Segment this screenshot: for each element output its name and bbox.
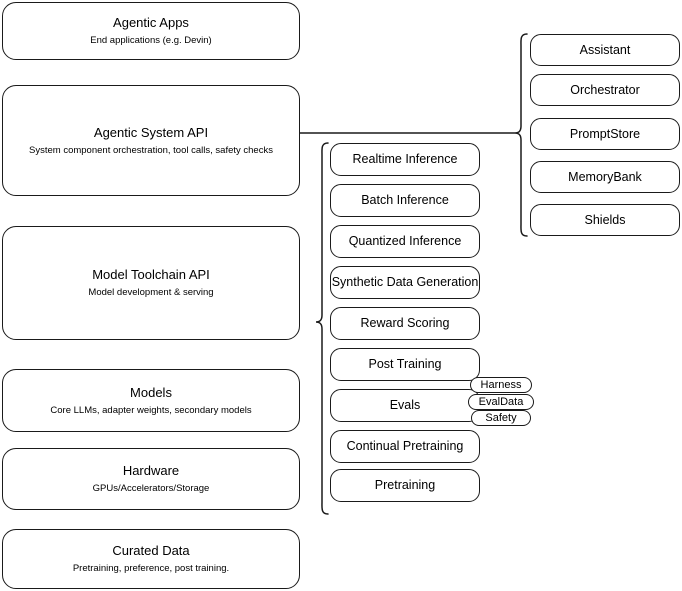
component-label: Pretraining [374,478,436,492]
brace-agentic-system [514,33,528,237]
component-label: Realtime Inference [352,152,458,166]
component-evals[interactable]: Evals [330,389,480,422]
component-promptstore[interactable]: PromptStore [530,118,680,150]
component-pretraining[interactable]: Pretraining [330,469,480,502]
stack-layer-title: Models [130,384,172,400]
brace-model-toolchain [315,142,329,515]
component-label: Quantized Inference [348,234,462,248]
stack-layer-curated-data[interactable]: Curated Data Pretraining, preference, po… [2,529,300,589]
stack-layer-title: Hardware [122,463,180,478]
evals-tag-label: Safety [485,412,517,424]
stack-layer-subtitle: End applications (e.g. Devin) [90,35,212,46]
stack-layer-subtitle: Pretraining, preference, post training. [72,563,230,574]
component-label: Evals [389,398,421,412]
component-synthetic-data-generation[interactable]: Synthetic Data Generation [330,266,480,299]
evals-tag-label: Harness [480,379,522,391]
stack-layer-models[interactable]: Models Core LLMs, adapter weights, secon… [2,369,300,432]
component-label: Post Training [368,357,442,371]
evals-tag-evaldata[interactable]: EvalData [468,394,534,410]
component-orchestrator[interactable]: Orchestrator [530,74,680,106]
stack-layer-subtitle: GPUs/Accelerators/Storage [92,483,210,494]
evals-tag-safety[interactable]: Safety [471,410,531,426]
component-label: Batch Inference [361,193,449,207]
component-label: Reward Scoring [360,316,450,330]
component-label: Shields [584,212,626,227]
stack-layer-title: Model Toolchain API [92,267,210,282]
component-label: MemoryBank [568,169,642,184]
component-label: Assistant [579,42,631,57]
component-label: Synthetic Data Generation [331,275,479,289]
component-assistant[interactable]: Assistant [530,34,680,66]
evals-tag-harness[interactable]: Harness [470,377,532,393]
stack-layer-hardware[interactable]: Hardware GPUs/Accelerators/Storage [2,448,300,510]
component-memorybank[interactable]: MemoryBank [530,161,680,193]
stack-layer-subtitle: Core LLMs, adapter weights, secondary mo… [50,404,252,416]
evals-tag-label: EvalData [478,396,524,408]
stack-layer-title: Curated Data [112,543,190,558]
component-quantized-inference[interactable]: Quantized Inference [330,225,480,258]
component-batch-inference[interactable]: Batch Inference [330,184,480,217]
stack-layer-model-toolchain-api[interactable]: Model Toolchain API Model development & … [2,226,300,340]
component-post-training[interactable]: Post Training [330,348,480,381]
component-label: Continual Pretraining [346,439,464,453]
component-label: PromptStore [569,126,641,141]
component-continual-pretraining[interactable]: Continual Pretraining [330,430,480,463]
component-reward-scoring[interactable]: Reward Scoring [330,307,480,340]
component-realtime-inference[interactable]: Realtime Inference [330,143,480,176]
component-label: Orchestrator [570,82,640,97]
stack-layer-title: Agentic Apps [113,15,189,30]
component-shields[interactable]: Shields [530,204,680,236]
stack-layer-agentic-apps[interactable]: Agentic Apps End applications (e.g. Devi… [2,2,300,60]
stack-layer-agentic-system-api[interactable]: Agentic System API System component orch… [2,85,300,196]
stack-layer-subtitle: System component orchestration, tool cal… [29,144,273,156]
stack-layer-subtitle: Model development & serving [88,287,214,298]
stack-layer-title: Agentic System API [93,124,209,140]
